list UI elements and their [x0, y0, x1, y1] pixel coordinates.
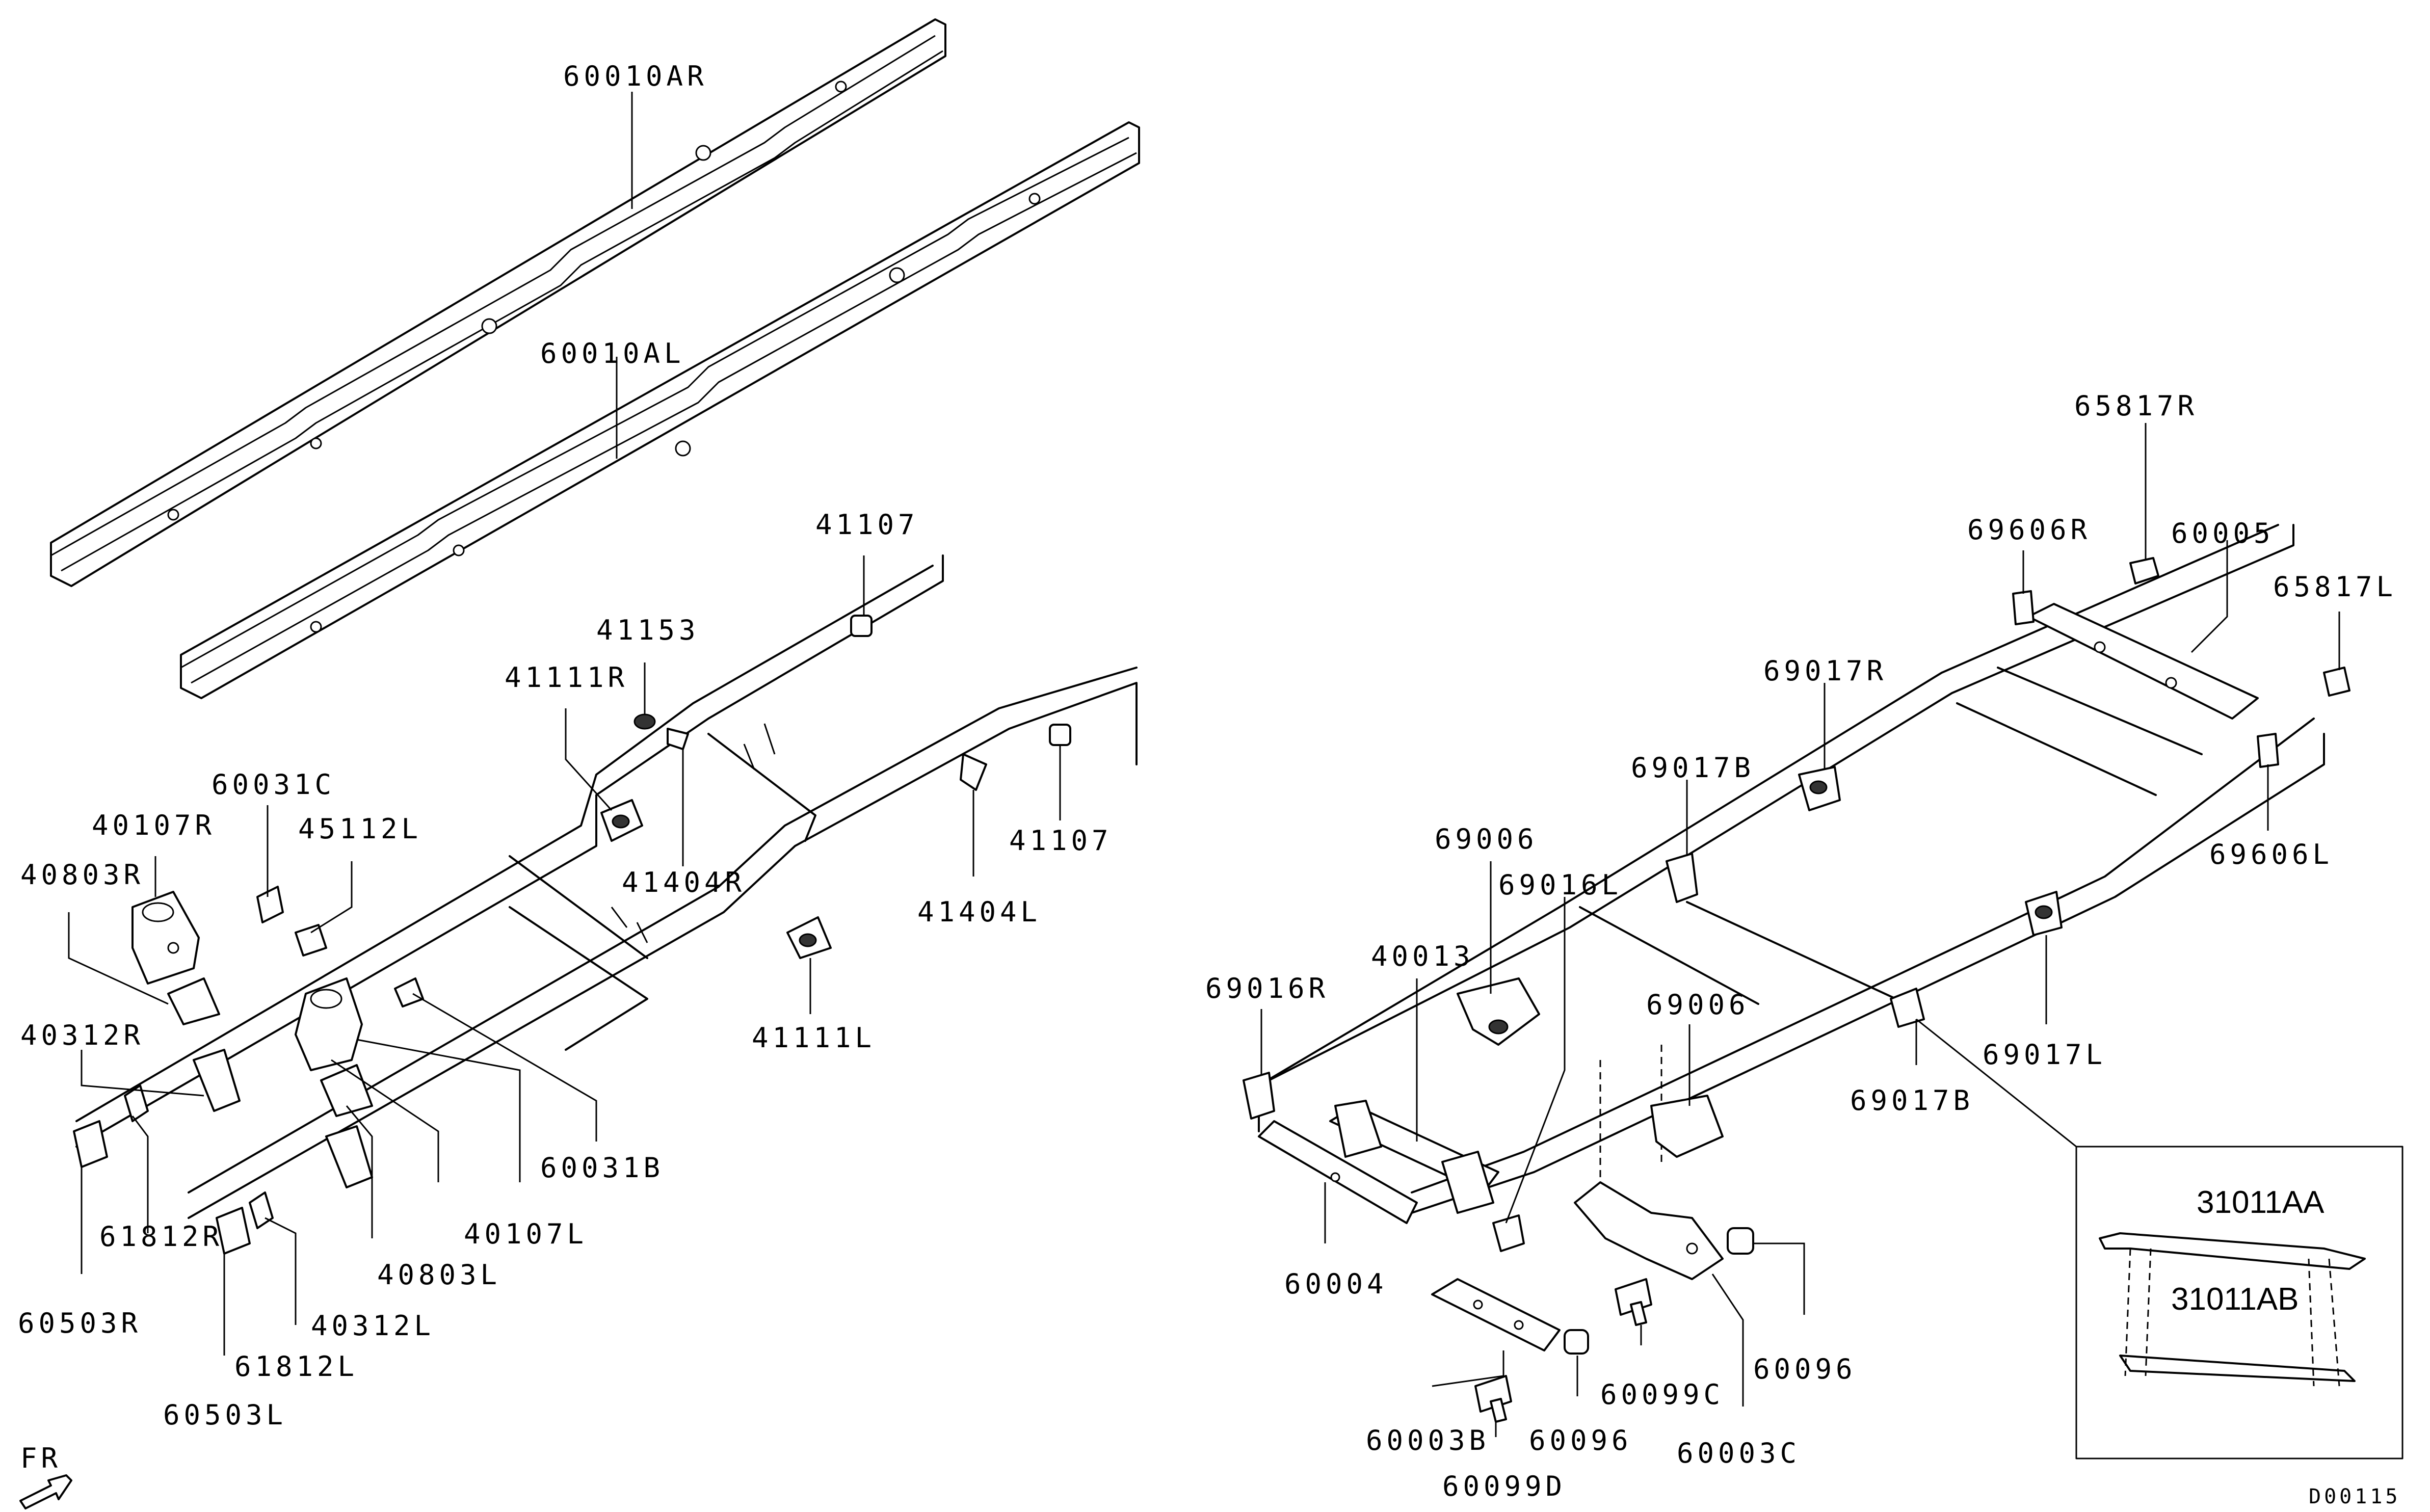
label-69016L: 69016L	[1498, 869, 1622, 901]
bracket-69016R[interactable]	[1243, 1072, 1275, 1120]
inset-label-31011AB: 31011AB	[2171, 1282, 2299, 1317]
label-41404L: 41404L	[917, 896, 1041, 928]
label-60003B: 60003B	[1366, 1424, 1490, 1456]
clip-61812L[interactable]	[249, 1191, 274, 1229]
label-60010AL: 60010AL	[540, 337, 685, 369]
label-69606L: 69606L	[2209, 838, 2333, 870]
clip-61812R[interactable]	[124, 1084, 149, 1122]
bracket-69606L[interactable]	[2257, 733, 2279, 768]
diagram-code: D00115	[2309, 1485, 2401, 1508]
label-60096-right: 60096	[1753, 1353, 1857, 1385]
label-60503R: 60503R	[18, 1307, 142, 1339]
bracket-41404L[interactable]	[960, 753, 987, 791]
bracket-40803L[interactable]	[320, 1064, 373, 1117]
bolt-60099C[interactable]	[1615, 1278, 1652, 1326]
crossmember-60003B[interactable]	[1431, 1278, 1561, 1351]
label-40107L: 40107L	[464, 1218, 588, 1250]
label-60010AR: 60010AR	[563, 60, 708, 92]
crossmember-60003C[interactable]	[1574, 1181, 1724, 1280]
side-rail-right[interactable]	[50, 18, 946, 587]
label-60005: 60005	[2171, 517, 2275, 549]
label-65817L: 65817L	[2273, 571, 2397, 603]
label-61812L: 61812L	[234, 1350, 358, 1383]
label-60004: 60004	[1284, 1268, 1388, 1300]
label-45112L: 45112L	[298, 813, 422, 845]
spacer-41107-upper[interactable]	[850, 615, 873, 637]
bracket-40312R[interactable]	[193, 1049, 241, 1112]
bushing-60096-right[interactable]	[1727, 1227, 1754, 1255]
label-69006-lower: 69006	[1646, 989, 1750, 1021]
inset-box	[2075, 1146, 2403, 1460]
inset-label-31011AA: 31011AA	[2197, 1185, 2325, 1220]
bracket-40312L[interactable]	[325, 1125, 373, 1188]
bracket-60503R[interactable]	[73, 1120, 108, 1168]
label-40312L: 40312L	[311, 1310, 435, 1342]
label-60099D: 60099D	[1442, 1470, 1566, 1502]
label-60031C: 60031C	[212, 768, 335, 801]
washer-41153[interactable]	[633, 713, 656, 730]
bracket-69017B-upper[interactable]	[1666, 853, 1698, 903]
label-61812R: 61812R	[99, 1221, 223, 1253]
bracket-69017B-lower[interactable]	[1890, 988, 1925, 1028]
label-69017B-lower: 69017B	[1850, 1084, 1974, 1117]
bolt-60099D[interactable]	[1474, 1375, 1512, 1423]
label-40803R: 40803R	[20, 859, 144, 891]
label-69017L: 69017L	[1983, 1039, 2106, 1071]
bumper-65817L[interactable]	[2323, 667, 2350, 697]
leader-lines	[68, 92, 2340, 1437]
label-69017B-upper: 69017B	[1631, 752, 1755, 784]
spring-hanger-40107L[interactable]	[295, 977, 363, 1071]
label-41107-upper: 41107	[815, 509, 919, 541]
bracket-69017R[interactable]	[1798, 766, 1841, 811]
labels: 60010AR 60010AL 41107 41153 41111R 41404…	[18, 60, 2397, 1502]
bracket-60503L[interactable]	[216, 1207, 251, 1255]
bracket-69006-lower[interactable]	[1650, 1095, 1724, 1158]
label-40312R: 40312R	[20, 1019, 144, 1051]
bracket-40803R[interactable]	[167, 977, 220, 1025]
label-40107R: 40107R	[92, 809, 216, 841]
label-60096-left: 60096	[1529, 1424, 1632, 1456]
label-60031B: 60031B	[540, 1152, 664, 1184]
bracket-60031B[interactable]	[394, 977, 424, 1007]
label-60003C: 60003C	[1677, 1437, 1801, 1469]
label-41111L: 41111L	[752, 1022, 876, 1054]
label-69606R: 69606R	[1967, 514, 2091, 546]
bracket-69606R[interactable]	[2012, 590, 2035, 625]
label-40013: 40013	[1371, 940, 1474, 972]
part-31011AA	[2099, 1232, 2366, 1270]
bracket-69006-upper[interactable]	[1457, 977, 1540, 1046]
side-rail-left[interactable]	[180, 121, 1140, 699]
label-69006-upper: 69006	[1435, 823, 1538, 855]
label-69016R: 69016R	[1205, 972, 1329, 1004]
front-direction-label: FR	[20, 1442, 62, 1474]
spacer-41107-lower[interactable]	[1049, 724, 1071, 746]
label-41153: 41153	[596, 614, 700, 646]
bushing-60096-left[interactable]	[1564, 1329, 1589, 1355]
part-31011AB	[2119, 1355, 2356, 1382]
label-65817R: 65817R	[2074, 390, 2198, 422]
label-69017R: 69017R	[1763, 655, 1887, 687]
bracket-41404R[interactable]	[667, 728, 689, 750]
bracket-69017L[interactable]	[2025, 891, 2063, 936]
label-41404R: 41404R	[622, 866, 746, 898]
label-60099C: 60099C	[1600, 1378, 1724, 1411]
bracket-45112L[interactable]	[295, 924, 327, 957]
mount-41111L[interactable]	[786, 916, 832, 959]
front-direction-indicator: FR	[19, 1442, 72, 1509]
crossmember-60005[interactable]	[2027, 603, 2259, 720]
front-arrow-icon	[19, 1474, 72, 1509]
bracket-60031C[interactable]	[256, 886, 284, 923]
label-41107-lower: 41107	[1009, 825, 1113, 857]
crossmember-60004[interactable]	[1258, 1120, 1418, 1224]
spring-hanger-40107R[interactable]	[131, 891, 200, 985]
bracket-69016L[interactable]	[1492, 1214, 1525, 1252]
crossmember-40013[interactable]	[1329, 1100, 1499, 1214]
label-60503L: 60503L	[163, 1399, 287, 1431]
rear-frame-outline	[1258, 524, 2325, 1214]
label-41111R: 41111R	[505, 661, 628, 694]
label-40803L: 40803L	[377, 1259, 501, 1291]
front-frame-outline	[75, 554, 1138, 1219]
